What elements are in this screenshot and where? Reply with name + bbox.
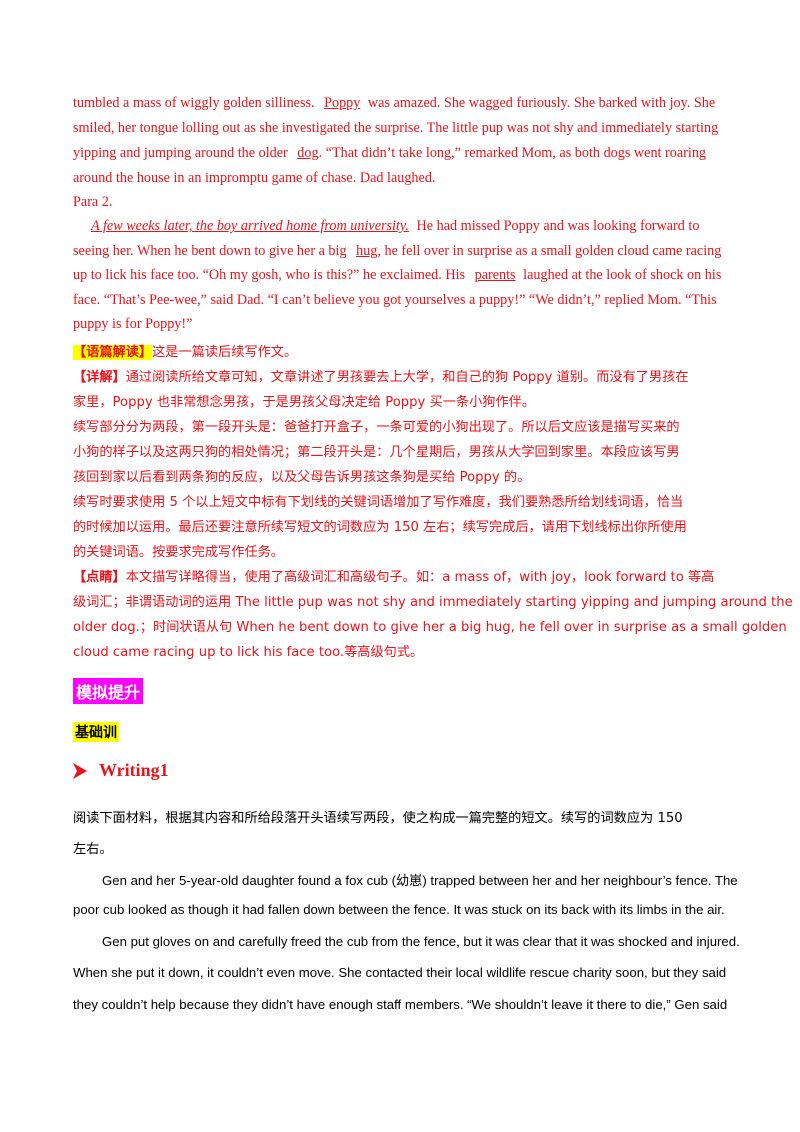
para2-line-1: A few weeks later, the boy arrived home … [91,218,751,235]
para2-text: He had missed Poppy and was looking forw… [416,218,700,234]
analysis-line-8: 的关键词语。按要求完成写作任务。 [73,545,284,560]
para1-text: tumbled a mass of wiggly golden sillines… [73,95,315,111]
para2-line-4: face. “That’s Pee-wee,” said Dad. “I can… [73,292,717,308]
para2-text: up to lick his face too. “Oh my gosh, wh… [73,267,466,283]
keyword-hug: hug [356,243,378,259]
para1-text: around the house in an impromptu game of… [73,170,436,186]
analysis-text: 这是一篇读后续写作文。 [152,345,298,360]
dianjing-line-2: 级词汇；非谓语动词的运用 The little pup was not shy … [73,595,793,610]
dianjing-line-3: older dog.；时间状语从句 When he bent down to g… [73,620,787,635]
dianjing-line-4: cloud came racing up to lick his face to… [73,645,424,660]
analysis-line-0: 【语篇解读】这是一篇读后续写作文。 [73,341,733,361]
tag-xiangjie: 【详解】 [73,370,126,385]
instruction-line-1: 阅读下面材料，根据其内容和所给段落开头语续写两段，使之构成一篇完整的短文。续写的… [73,811,683,826]
para1-text: was amazed. She wagged furiously. She ba… [367,95,716,111]
para2-text: seeing her. When he bent down to give he… [73,243,347,259]
story-line-3: Gen put gloves on and carefully freed th… [102,934,740,949]
writing-heading: Writing1 [73,760,169,781]
analysis-line-3: 续写部分分为两段，第一段开头是：爸爸打开盒子，一条可爱的小狗出现了。所以后文应该… [73,420,680,435]
analysis-line-5: 孩回到家以后看到两条狗的反应，以及父母告诉男孩这条狗是买给 Poppy 的。 [73,470,531,485]
analysis-line-2: 家里，Poppy 也非常想念男孩，于是男孩父母决定给 Poppy 买一条小狗作伴… [73,395,536,410]
para1-text: yipping and jumping around the older [73,145,288,161]
para2-text: , he fell over in surprise as a small go… [377,243,722,259]
tag-yupian-jiedu: 【语篇解读】 [73,345,153,360]
analysis-text: 通过阅读所给文章可知，文章讲述了男孩要去上大学，和自己的狗 Poppy 道别。而… [125,370,689,385]
sub-title: 基础训 [73,722,119,742]
para2-line-2: seeing her. When he bent down to give he… [73,243,733,260]
instruction-line-2: 左右。 [73,842,113,857]
analysis-text: 本文描写详略得当，使用了高级词汇和高级句子。如：a mass of，with j… [125,570,715,585]
para1-text: smiled, her tongue lolling out as she in… [73,120,719,136]
para2-line-5: puppy is for Poppy!” [73,316,193,332]
tag-dianjing: 【点睛】 [73,570,126,585]
story-line-1: Gen and her 5-year-old daughter found a … [102,873,738,888]
keyword-dog: dog [297,145,319,161]
writing-title: Writing1 [99,760,169,780]
arrow-bullet-icon [73,762,87,779]
para2-text: laughed at the look of shock on his [523,267,722,283]
para1-line-4: around the house in an impromptu game of… [73,170,733,187]
section-title: 模拟提升 [73,678,144,704]
para2-label: Para 2. [73,194,113,210]
analysis-line-6: 续写时要求使用 5 个以上短文中标有下划线的关键词语增加了写作难度，我们要熟悉所… [73,495,684,510]
story-line-2: poor cub looked as though it had fallen … [73,902,725,917]
analysis-line-7: 的时候加以运用。最后还要注意所续写短文的词数应为 150 左右；续写完成后，请用… [73,520,687,535]
para1-line-3: yipping and jumping around the older dog… [73,145,733,162]
para2-opening: A few weeks later, the boy arrived home … [91,218,409,234]
para1-text: . “That didn’t take long,” remarked Mom,… [318,145,707,161]
dianjing-line-1: 【点睛】本文描写详略得当，使用了高级词汇和高级句子。如：a mass of，wi… [73,566,733,586]
para1-line-1: tumbled a mass of wiggly golden sillines… [73,95,733,112]
analysis-line-4: 小狗的样子以及这两只狗的相处情况；第二段开头是：几个星期后，男孩从大学回到家里。… [73,445,680,460]
para1-line-2: smiled, her tongue lolling out as she in… [73,120,733,137]
story-line-4: When she put it down, it couldn’t even m… [73,965,727,980]
para2-line-3: up to lick his face too. “Oh my gosh, wh… [73,267,733,284]
story-line-5: they couldn’t help because they didn’t h… [73,997,728,1012]
analysis-line-1: 【详解】通过阅读所给文章可知，文章讲述了男孩要去上大学，和自己的狗 Poppy … [73,366,733,386]
keyword-parents: parents [474,267,516,283]
keyword-poppy: Poppy [324,95,361,111]
